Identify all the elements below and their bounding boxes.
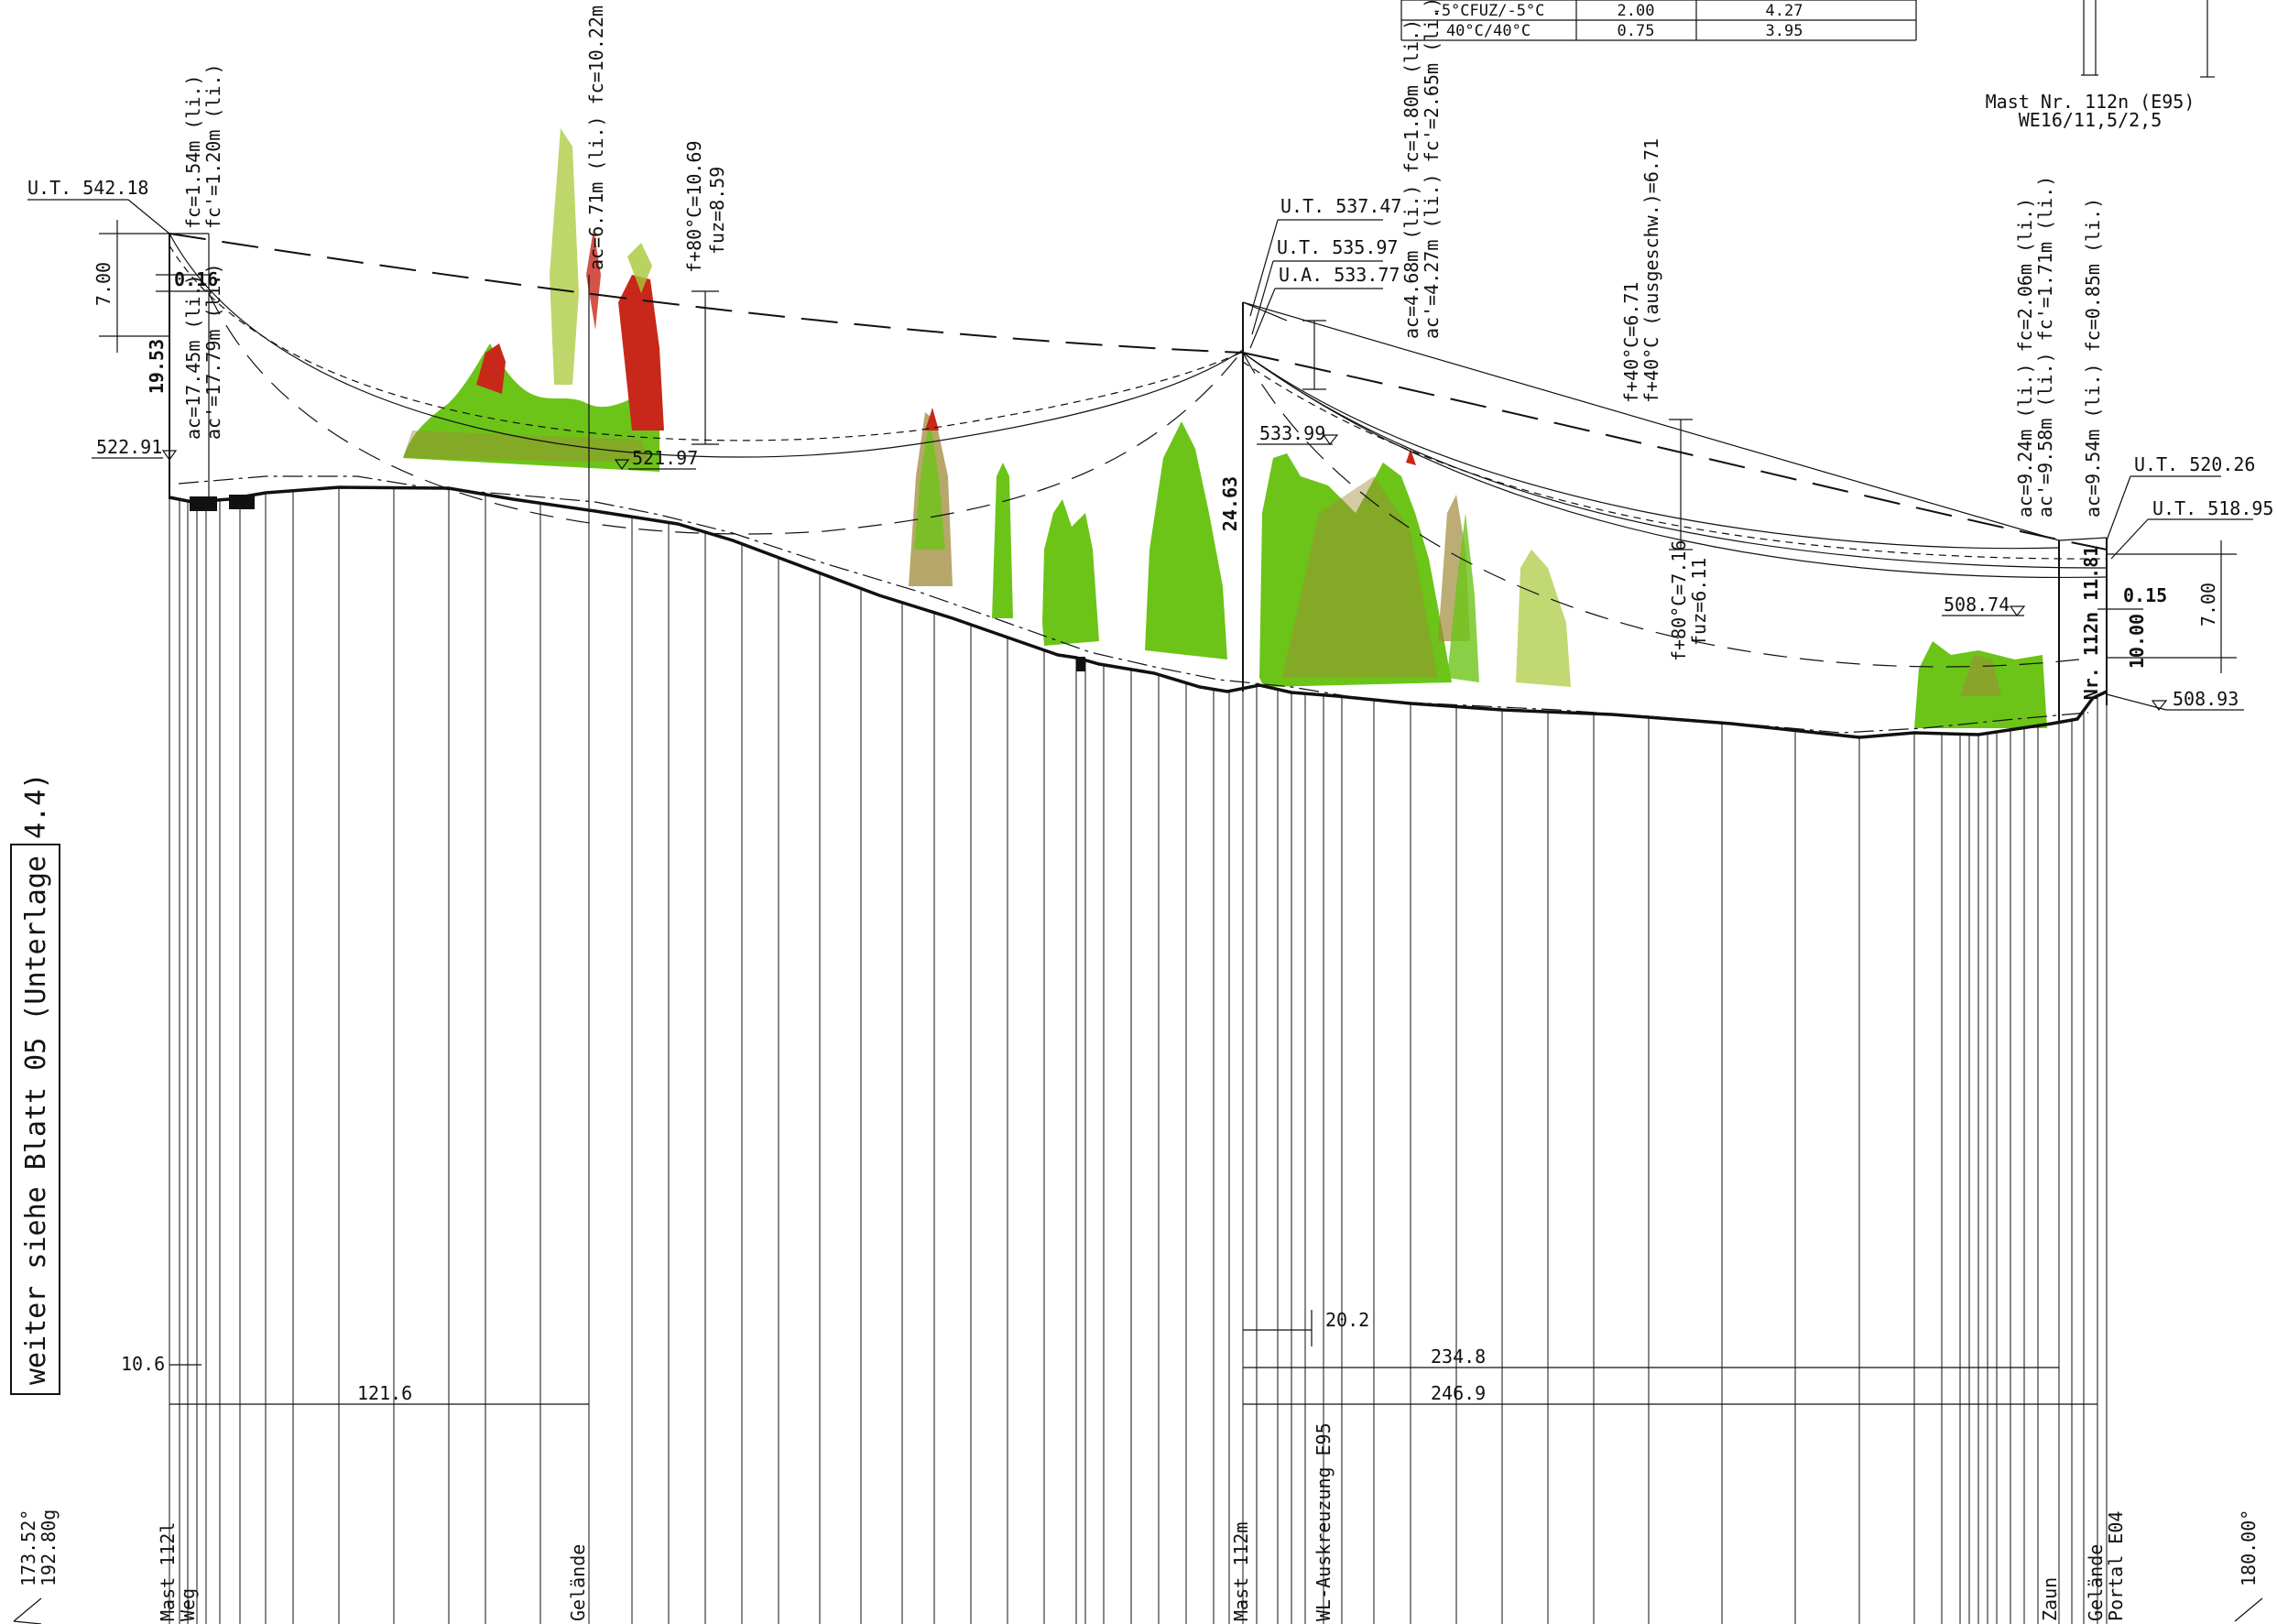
span1-ac-fc: ac=6.71m (li.) fc=10.22m (li.) xyxy=(585,0,607,270)
span2-sag-top1: f+40°C=6.71 xyxy=(1620,282,1642,403)
vegetation-layer xyxy=(403,128,2047,728)
ground-profile xyxy=(169,475,2108,739)
mid-height: 24.63 xyxy=(1219,476,1241,531)
span1-ground-label: 521.97 xyxy=(632,447,698,469)
foundation-left-1 xyxy=(190,496,217,511)
label-gelaende-1: Gelände xyxy=(567,1544,589,1621)
right-ground-label1: 508.74 xyxy=(1944,594,2010,616)
mast-112n-caption-2: WE16/11,5/2,5 xyxy=(2019,109,2163,131)
foundation-mid xyxy=(1076,657,1085,671)
span1-sag2: fuz=8.59 xyxy=(706,167,728,255)
station-lines xyxy=(169,487,2108,1624)
label-portal-e04: Portal E04 xyxy=(2105,1511,2127,1621)
label-gelaende-2: Gelände xyxy=(2085,1544,2107,1621)
legend-table: -5°CFUZ/-5°C 2.00 4.27 40°C/40°C 0.75 3.… xyxy=(1400,0,1917,41)
left-ground-label: 522.91 xyxy=(96,436,162,458)
span1-sag1: f+80°C=10.69 xyxy=(683,141,705,274)
legend-row1-v1: 2.00 xyxy=(1618,2,1655,20)
mid-ac2: ac'=4.27m (li.) fc'=2.65m (li.) xyxy=(1421,0,1443,339)
right-offset: 0.15 xyxy=(2123,584,2167,606)
left-ac: ac=17.45m (li.) xyxy=(182,274,204,440)
mast-112n-symbol: Mast Nr. 112n (E95) WE16/11,5/2,5 xyxy=(1986,0,2215,131)
distance-121-6: 121.6 xyxy=(357,1382,412,1404)
angle-left-1: 173.52° xyxy=(17,1510,39,1586)
label-mast-112l: Mast 112l xyxy=(157,1522,179,1621)
conductor-lines xyxy=(169,233,2108,668)
right-ground-label2: 508.93 xyxy=(2173,688,2239,710)
label-weg: Weg xyxy=(177,1588,199,1621)
mid-ut2: U.T. 535.97 xyxy=(1277,236,1398,258)
distance-20-2: 20.2 xyxy=(1325,1309,1369,1331)
left-ut-label: U.T. 542.18 xyxy=(27,177,148,199)
legend-row2-case: 40°C/40°C xyxy=(1446,22,1531,40)
right-ac3: ac=9.54m (li.) fc=0.85m (li.) xyxy=(2082,198,2104,518)
angle-markers: 173.52° 192.80g 180.00° xyxy=(13,1510,2263,1624)
span2-sag-bot2: fuz=6.11 xyxy=(1688,558,1710,646)
legend-row2-v1: 0.75 xyxy=(1618,22,1655,40)
span2-annotations: f+40°C=6.71 f+40°C (ausgeschw.)=6.71 f+8… xyxy=(1620,138,1710,661)
label-wl-auskreuzung: WL-Auskreuzung E95 xyxy=(1313,1422,1335,1621)
right-mast-label: Nr. 112n 11.81 xyxy=(2080,546,2102,701)
right-ac1: ac=9.24m (li.) fc=2.06m (li.) xyxy=(2014,198,2036,518)
right-height-7: 7.00 xyxy=(2197,583,2219,627)
span1-annotations: ac=6.71m (li.) fc=10.22m (li.) 521.97 f+… xyxy=(585,0,728,508)
left-ac-prime: ac'=17.79m (li.) xyxy=(202,263,224,440)
left-height: 19.53 xyxy=(146,339,168,394)
distance-234-8: 234.8 xyxy=(1431,1346,1486,1368)
legend-row2-v2: 3.95 xyxy=(1766,22,1803,40)
side-note: weiter siehe Blatt 05 (Unterlage 4.4) xyxy=(10,773,60,1395)
label-zaun: Zaun xyxy=(2039,1577,2061,1621)
right-ac2: ac'=9.58m (li.) fc'=1.71m (li.) xyxy=(2034,176,2056,518)
distance-dimensions: 10.6 121.6 20.2 234.8 246.9 xyxy=(121,1309,2097,1405)
legend-row1-case: -5°CFUZ/-5°C xyxy=(1433,2,1545,20)
left-tower: U.T. 542.18 7.00 0.16 19.53 522.91 ac=17… xyxy=(27,63,224,499)
left-height-7: 7.00 xyxy=(93,262,114,306)
label-mast-112m: Mast 112m xyxy=(1230,1522,1252,1621)
mid-tower: U.T. 537.47 U.T. 535.97 U.A. 533.77 24.6… xyxy=(1219,0,1443,692)
left-fc-prime: fc'=1.20m (li.) xyxy=(202,63,224,229)
left-fc: fc=1.54m (li.) xyxy=(182,74,204,229)
foundation-left-2 xyxy=(229,495,255,509)
mid-ut1: U.T. 537.47 xyxy=(1280,195,1401,217)
legend-row1-v2: 4.27 xyxy=(1766,2,1803,20)
right-ut1: U.T. 520.26 xyxy=(2134,453,2255,475)
distance-10-6: 10.6 xyxy=(121,1353,165,1375)
angle-right-1: 180.00° xyxy=(2238,1510,2260,1586)
mast-112n-caption-1: Mast Nr. 112n (E95) xyxy=(1986,91,2195,113)
span2-sag-bot1: f+80°C=7.16 xyxy=(1668,540,1690,661)
right-height: 10.00 xyxy=(2126,614,2148,669)
mid-ground-label: 533.99 xyxy=(1259,422,1325,444)
bottom-labels: Mast 112l Weg Gelände Mast 112m WL-Auskr… xyxy=(157,1422,2127,1621)
side-note-text: weiter siehe Blatt 05 (Unterlage 4.4) xyxy=(20,773,52,1385)
left-offset: 0.16 xyxy=(174,268,218,290)
distance-246-9: 246.9 xyxy=(1431,1382,1486,1404)
mid-ac1: ac=4.68m (li.) fc=1.80m (li.) xyxy=(1400,19,1422,339)
span2-sag-top2: f+40°C (ausgeschw.)=6.71 xyxy=(1640,138,1662,403)
right-ut2: U.T. 518.95 xyxy=(2152,497,2273,519)
angle-left-2: 192.80g xyxy=(38,1510,60,1586)
right-tower: U.T. 520.26 U.T. 518.95 7.00 0.15 10.00 … xyxy=(1942,176,2273,724)
mid-ua: U.A. 533.77 xyxy=(1279,264,1400,286)
